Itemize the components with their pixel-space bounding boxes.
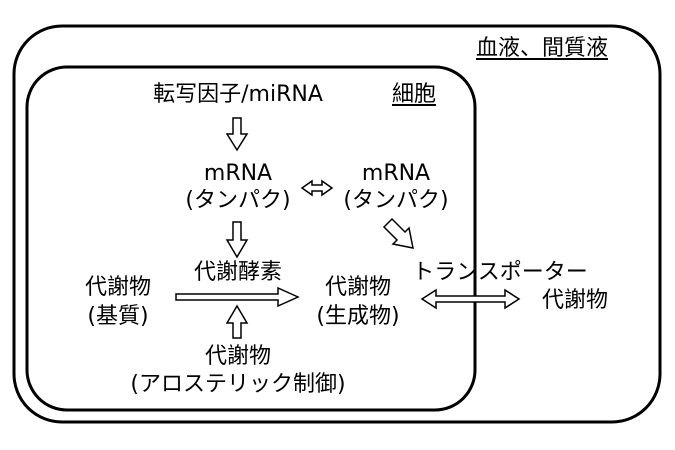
substrate-name: 代謝物 [84,275,152,300]
arrow-allosteric-to-reaction [225,304,249,339]
substrate-sub: (基質) [87,304,149,329]
outer-compartment-box [12,24,662,424]
product-sub: (生成物) [316,304,400,329]
external-metabolite-label: 代謝物 [541,288,609,313]
transporter-label: トランスポーター [412,260,588,285]
outer-region-label: 血液、間質液 [475,36,609,61]
allosteric-metabolite-name: 代謝物 [204,344,272,369]
arrow-substrate-to-product [175,286,300,308]
arrow-mrna-bidirectional [300,179,334,197]
mrna-right-protein: (タンパク) [343,188,449,213]
arrow-mrna-to-enzyme [225,221,249,259]
transcription-factor-label: 転写因子/miRNA [153,82,323,107]
mrna-right-name: mRNA [361,161,431,186]
arrow-product-external-bidirectional [420,288,521,310]
arrow-tf-to-mrna [225,117,249,152]
allosteric-metabolite-sub: (アロステリック制御) [130,372,346,397]
mrna-left-protein: (タンパク) [185,188,291,213]
cell-region-label: 細胞 [391,82,437,107]
product-name: 代謝物 [324,275,392,300]
cell-compartment-box [25,65,477,412]
mrna-left-name: mRNA [203,161,273,186]
arrow-mrna-to-transporter [382,217,414,249]
metabolic-enzyme-label: 代謝酵素 [193,260,283,285]
